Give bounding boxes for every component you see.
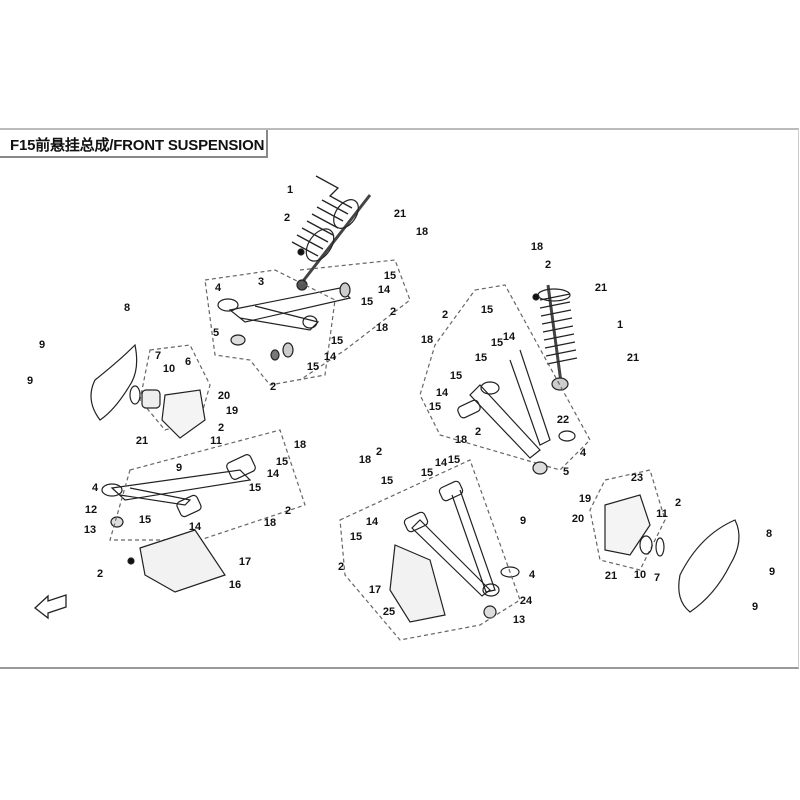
callout-part-number: 3 <box>257 276 265 288</box>
upper-a-arm-left <box>204 259 411 386</box>
callout-part-number: 14 <box>502 331 516 343</box>
callout-part-number: 15 <box>480 304 494 316</box>
callout-part-number: 14 <box>188 521 202 533</box>
callout-part-number: 11 <box>210 435 222 447</box>
callout-part-number: 15 <box>428 401 442 413</box>
callout-part-number: 9 <box>768 566 776 578</box>
callout-part-number: 15 <box>380 475 394 487</box>
callout-part-number: 16 <box>228 579 242 591</box>
callout-part-number: 9 <box>175 462 183 474</box>
callout-part-number: 17 <box>238 556 252 568</box>
callout-part-number: 15 <box>420 467 434 479</box>
page-title: F15前悬挂总成/FRONT SUSPENSION <box>10 137 265 154</box>
callout-part-number: 24 <box>519 595 533 607</box>
callout-part-number: 15 <box>490 337 504 349</box>
callout-part-number: 7 <box>154 350 162 362</box>
callout-part-number: 14 <box>377 284 391 296</box>
callout-part-number: 9 <box>751 601 759 613</box>
callout-part-number: 4 <box>528 569 536 581</box>
callout-part-number: 2 <box>269 381 277 393</box>
callout-part-number: 9 <box>26 375 34 387</box>
callout-part-number: 5 <box>212 327 220 339</box>
lower-a-arm-right <box>339 459 521 641</box>
callout-part-number: 15 <box>360 296 374 308</box>
callout-part-number: 18 <box>454 434 468 446</box>
callout-part-number: 2 <box>284 505 292 517</box>
callout-part-number: 14 <box>434 457 448 469</box>
callout-part-number: 15 <box>248 482 262 494</box>
callout-part-number: 20 <box>217 390 231 402</box>
callout-part-number: 18 <box>358 454 372 466</box>
callout-part-number: 2 <box>337 561 345 573</box>
callout-part-number: 4 <box>91 482 99 494</box>
shock-absorber-right <box>532 284 578 391</box>
callout-part-number: 2 <box>375 446 383 458</box>
callout-part-number: 15 <box>474 352 488 364</box>
callout-part-number: 4 <box>579 447 587 459</box>
callout-part-number: 8 <box>765 528 773 540</box>
callout-part-number: 9 <box>38 339 46 351</box>
title-box: F15前悬挂总成/FRONT SUSPENSION <box>0 130 268 158</box>
callout-part-number: 14 <box>365 516 379 528</box>
callout-part-number: 2 <box>674 497 682 509</box>
callout-part-number: 20 <box>571 513 585 525</box>
shock-absorber-left <box>291 175 372 291</box>
callout-part-number: 2 <box>441 309 449 321</box>
callout-part-number: 15 <box>138 514 152 526</box>
callout-part-number: 13 <box>512 614 526 626</box>
callout-part-number: 2 <box>389 306 397 318</box>
callout-part-number: 10 <box>162 363 176 375</box>
callout-part-number: 18 <box>293 439 307 451</box>
lower-a-arm-left <box>101 429 306 593</box>
callout-part-number: 22 <box>556 414 570 426</box>
callout-part-number: 15 <box>349 531 363 543</box>
callout-part-number: 5 <box>562 466 570 478</box>
callout-part-number: 21 <box>604 570 618 582</box>
upper-a-arm-right <box>419 284 591 475</box>
knuckle-disc-right <box>589 469 740 613</box>
callout-part-number: 18 <box>375 322 389 334</box>
callout-part-number: 21 <box>594 282 608 294</box>
callout-part-number: 14 <box>435 387 449 399</box>
callout-part-number: 18 <box>415 226 429 238</box>
callout-part-number: 21 <box>135 435 149 447</box>
callout-part-number: 14 <box>266 468 280 480</box>
callout-part-number: 21 <box>626 352 640 364</box>
callout-part-number: 8 <box>123 302 131 314</box>
callout-part-number: 2 <box>283 212 291 224</box>
callout-part-number: 13 <box>83 524 97 536</box>
callout-part-number: 4 <box>214 282 222 294</box>
callout-part-number: 7 <box>653 572 661 584</box>
callout-part-number: 15 <box>306 361 320 373</box>
callout-part-number: 25 <box>382 606 396 618</box>
callout-part-number: 18 <box>263 517 277 529</box>
callout-part-number: 17 <box>368 584 382 596</box>
callout-part-number: 15 <box>449 370 463 382</box>
callout-part-number: 21 <box>393 208 407 220</box>
callout-part-number: 15 <box>447 454 461 466</box>
callout-part-number: 2 <box>217 422 225 434</box>
callout-part-number: 1 <box>286 184 294 196</box>
callout-part-number: 12 <box>84 504 98 516</box>
callout-part-number: 14 <box>323 351 337 363</box>
callout-part-number: 15 <box>275 456 289 468</box>
callout-part-number: 1 <box>616 319 624 331</box>
callout-part-number: 2 <box>544 259 552 271</box>
callout-part-number: 10 <box>633 569 647 581</box>
callout-part-number: 18 <box>420 334 434 346</box>
diagram-frame <box>0 128 799 669</box>
knuckle-disc-left <box>90 343 211 439</box>
callout-part-number: 2 <box>96 568 104 580</box>
callout-part-number: 9 <box>519 515 527 527</box>
callout-part-number: 23 <box>630 472 644 484</box>
callout-part-number: 19 <box>225 405 239 417</box>
callout-part-number: 6 <box>184 356 192 368</box>
callout-part-number: 2 <box>474 426 482 438</box>
callout-part-number: 15 <box>330 335 344 347</box>
callout-part-number: 11 <box>656 508 668 520</box>
callout-part-number: 18 <box>530 241 544 253</box>
callout-part-number: 19 <box>578 493 592 505</box>
callout-part-number: 15 <box>383 270 397 282</box>
